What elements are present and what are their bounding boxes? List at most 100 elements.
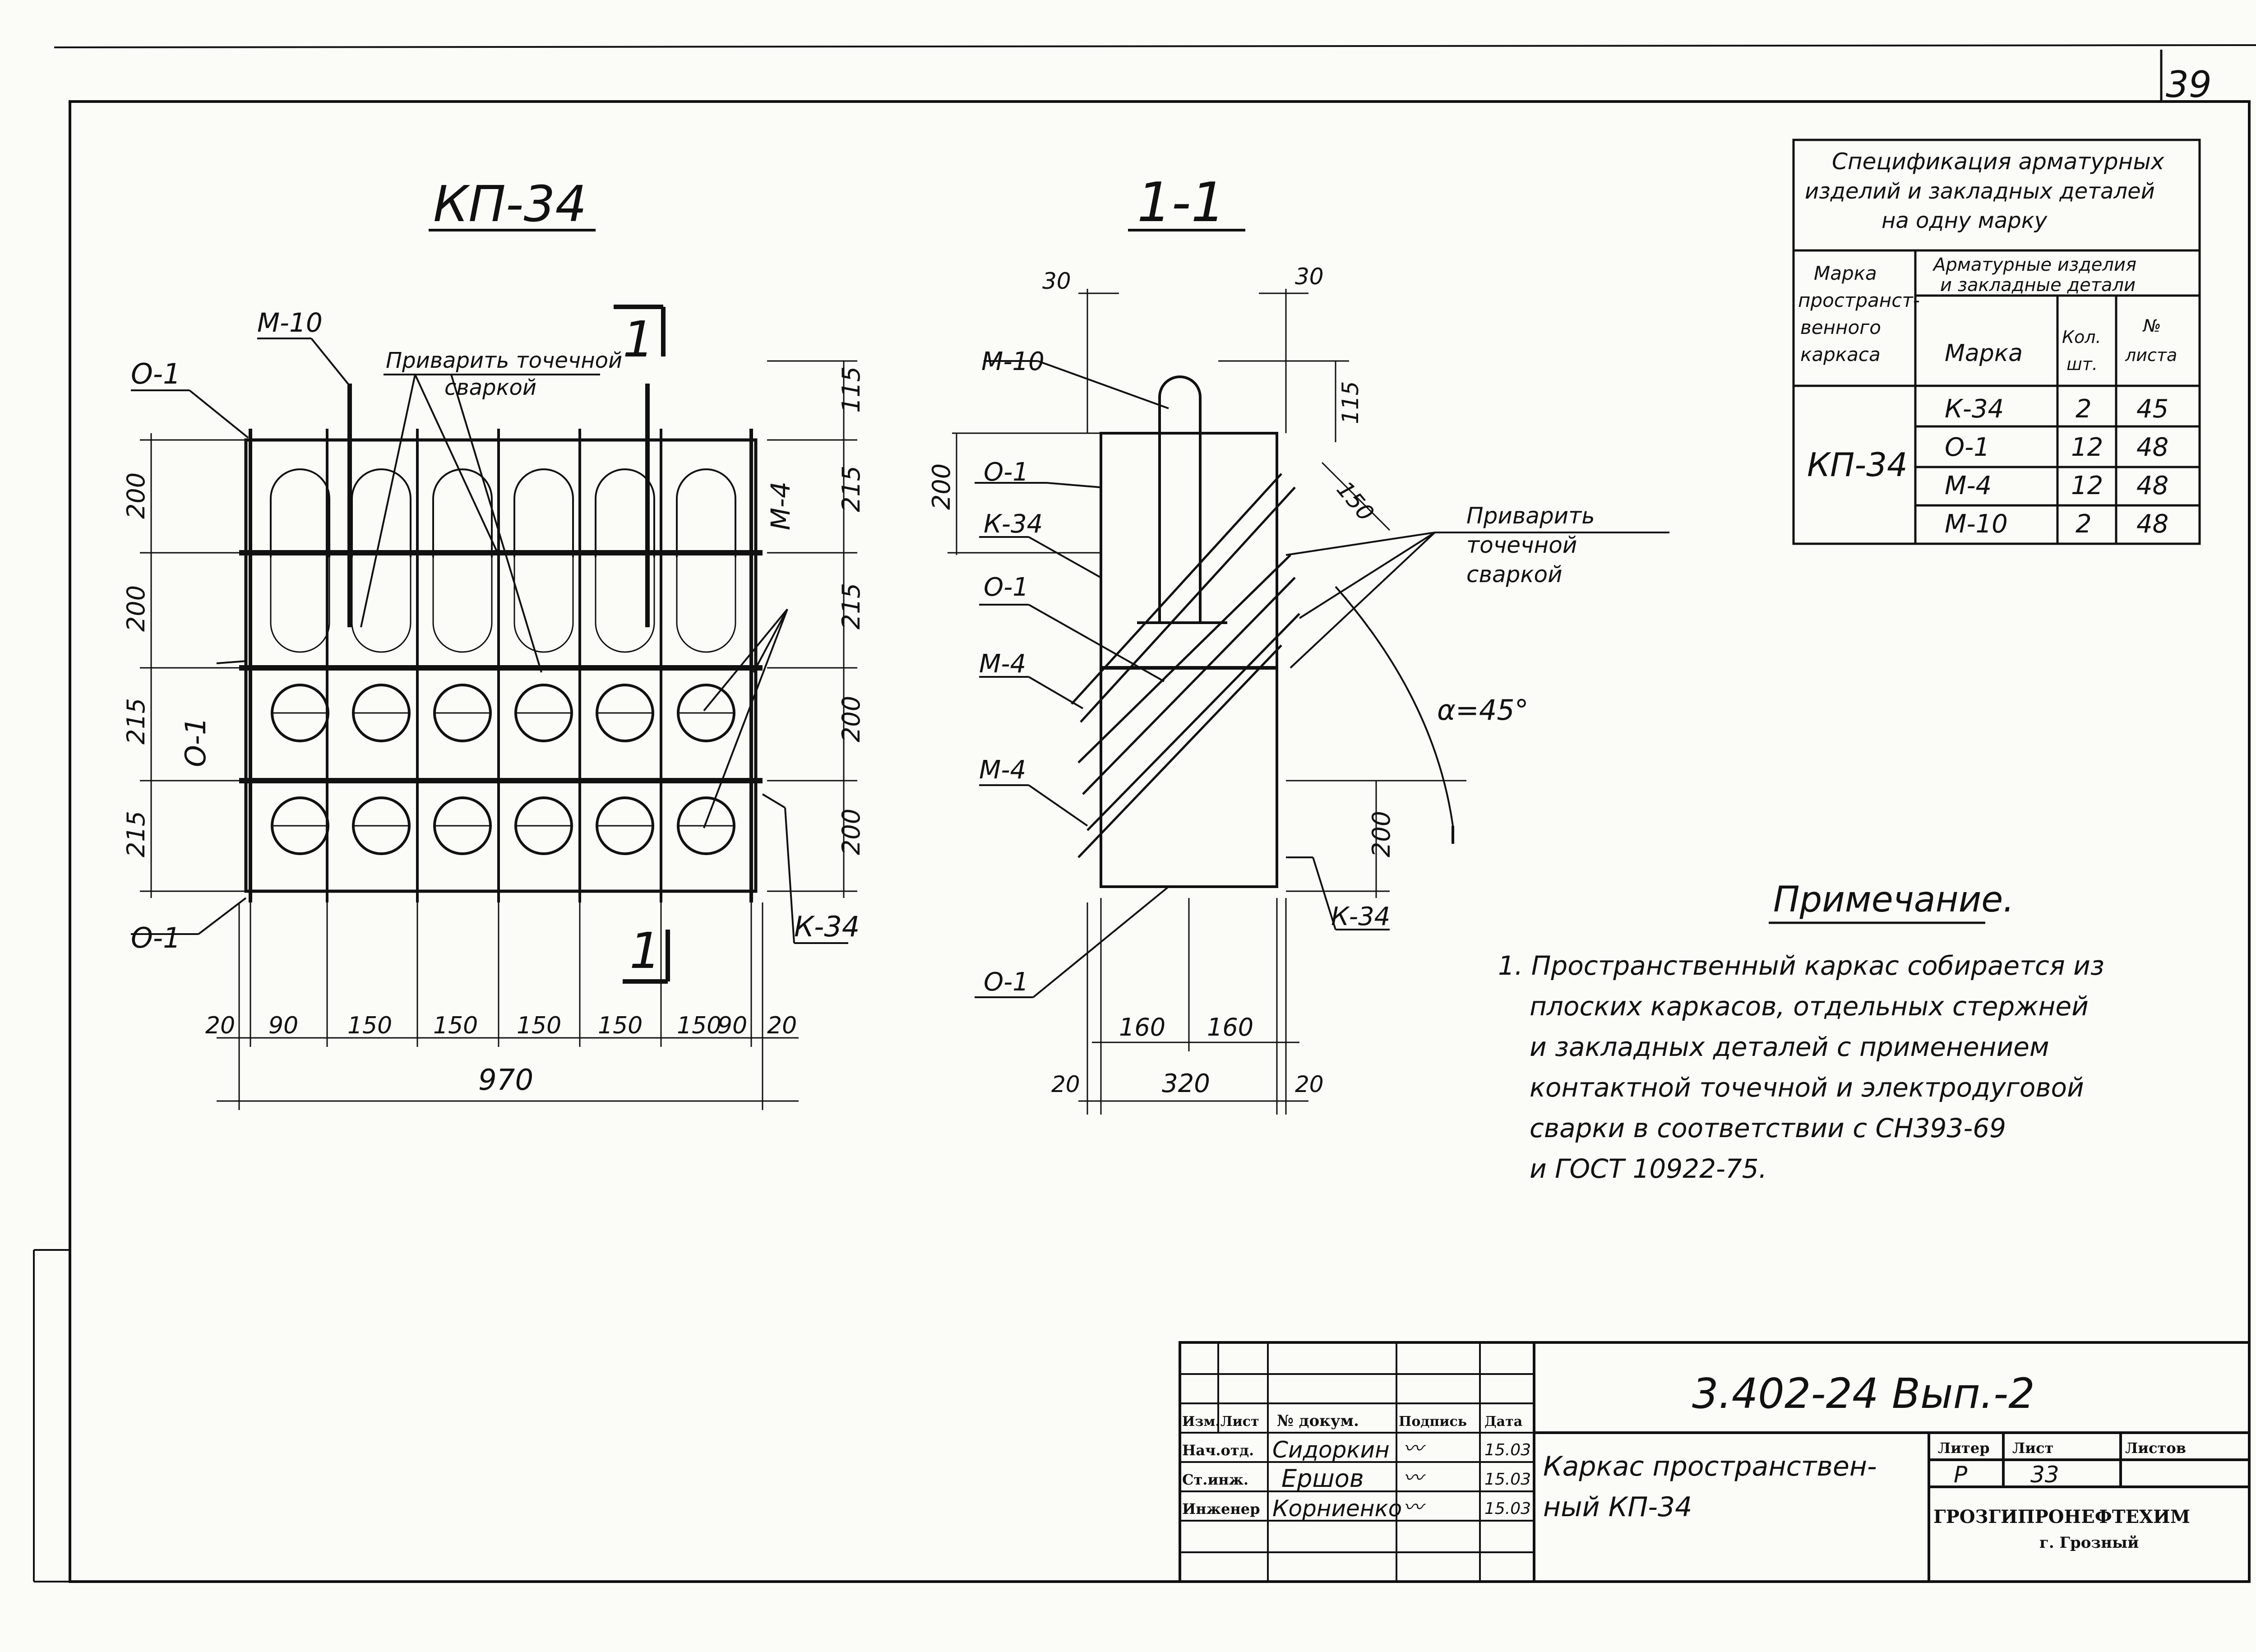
- sec-label-k34-bottom: К-34: [1331, 902, 1390, 931]
- tb-header-doc: № докум.: [1277, 1412, 1359, 1430]
- view-title-section: 1-1: [1137, 171, 1225, 234]
- spec-col-mark-h4: каркаса: [1800, 343, 1881, 366]
- spec-row1-qty: 2: [2076, 394, 2092, 424]
- dim-right-4: 200: [837, 696, 865, 742]
- staff-name-1: Сидоркин: [1272, 1437, 1390, 1463]
- note-line-4: контактной точечной и электродуговой: [1530, 1072, 2084, 1103]
- note-line-3: и закладных деталей с применением: [1530, 1032, 2049, 1062]
- dim-right-5: 200: [837, 809, 865, 855]
- tb-header-list: Лист: [1220, 1414, 1259, 1430]
- organization: ГРОЗГИПРОНЕФТЕХИМ: [1933, 1506, 2190, 1527]
- title-block: 3.402-24 Вып.-2 Изм. Лист № докум. Подпи…: [1179, 1341, 2251, 1583]
- label-m10: М-10: [257, 307, 323, 338]
- dim-200-left: 200: [927, 463, 956, 510]
- dim-right-3: 215: [837, 583, 865, 629]
- spec-group-h2: и закладные детали: [1940, 275, 2136, 296]
- tb-header-izm: Изм.: [1182, 1414, 1220, 1430]
- staff-name-3: Корниенко: [1272, 1495, 1402, 1522]
- staff-date-1: 15.03: [1484, 1441, 1531, 1459]
- view-title-kp34: КП-34: [433, 175, 587, 233]
- spec-row2-mark: О-1: [1945, 433, 1990, 462]
- sec-dim-320: 320: [1162, 1069, 1210, 1098]
- section-view-1-1: 1-1: [927, 171, 1669, 1115]
- weld-note-left-line2: сваркой: [444, 375, 536, 400]
- dim-bottom-5: 150: [517, 1012, 561, 1039]
- spec-row3-qty: 12: [2071, 471, 2103, 500]
- spec-sub-qty-1: Кол.: [2062, 327, 2101, 347]
- dim-right-2: 215: [837, 466, 865, 512]
- dim-left-2: 200: [122, 585, 150, 632]
- dim-bottom-2: 90: [268, 1012, 298, 1039]
- angle-label: α=45°: [1437, 694, 1529, 727]
- staff-name-2: Ершов: [1281, 1464, 1364, 1493]
- sec-label-o1-mid: О-1: [984, 573, 1029, 602]
- tb-header-date: Дата: [1484, 1414, 1522, 1430]
- dim-right-1: 115: [837, 366, 865, 413]
- spec-sub-sheet-1: №: [2142, 316, 2161, 336]
- section-mark-top: 1: [623, 310, 654, 368]
- section-mark-bottom: 1: [629, 922, 661, 980]
- dim-total: 970: [478, 1064, 533, 1097]
- staff-sign-3: 〰: [1403, 1496, 1426, 1519]
- label-o1-bottom: О-1: [131, 921, 181, 954]
- spec-row2-sheet: 48: [2136, 433, 2168, 462]
- spec-row4-qty: 2: [2076, 509, 2092, 539]
- dim-top-30-left: 30: [1042, 268, 1071, 294]
- sheet-number: 39: [2166, 64, 2212, 106]
- spec-row3-sheet: 48: [2136, 471, 2168, 500]
- label-o1-top: О-1: [131, 357, 181, 390]
- label-o1-mid: О-1: [179, 717, 212, 767]
- staff-date-3: 15.03: [1484, 1499, 1531, 1518]
- spec-row4-sheet: 48: [2136, 509, 2168, 539]
- staff-role-2: Ст.инж.: [1182, 1471, 1248, 1488]
- dim-bottom-4: 150: [433, 1012, 478, 1039]
- spec-sub-sheet-2: листа: [2125, 345, 2177, 365]
- dim-left-1: 200: [122, 472, 150, 519]
- sec-dim-160-right: 160: [1207, 1013, 1253, 1041]
- dim-left-4: 215: [122, 811, 150, 857]
- spec-group-h1: Арматурные изделия: [1932, 255, 2136, 275]
- dim-200-right: 200: [1367, 811, 1396, 857]
- drawing-title-line2: ный КП-34: [1543, 1491, 1692, 1523]
- note-heading: Примечание.: [1773, 879, 2014, 920]
- note-block: Примечание. 1. Пространственный каркас с…: [1498, 879, 2104, 1184]
- dim-bottom-7: 150: [677, 1012, 721, 1039]
- spec-row2-qty: 12: [2071, 433, 2103, 462]
- spec-row4-mark: М-10: [1945, 509, 2008, 539]
- note-line-5: сварки в соответствии с СН393-69: [1530, 1113, 2006, 1143]
- spec-frame-mark: КП-34: [1807, 446, 1908, 484]
- staff-role-3: Инженер: [1182, 1500, 1260, 1518]
- note-line-1: 1. Пространственный каркас собирается из: [1498, 950, 2104, 981]
- spec-sub-mark: Марка: [1945, 340, 2023, 367]
- sec-weld-note-line1: Приварить: [1466, 503, 1595, 529]
- dim-bottom-8: 90: [717, 1012, 747, 1039]
- stage-value: Р: [1954, 1462, 1968, 1488]
- stage-header: Литер: [1938, 1439, 1990, 1457]
- spec-col-mark-h3: венного: [1800, 316, 1881, 338]
- sheet-value: 33: [2030, 1462, 2059, 1488]
- label-k34-left: К-34: [794, 910, 860, 943]
- sec-label-o1-bottom: О-1: [984, 967, 1029, 997]
- dim-bottom-1: 20: [205, 1012, 235, 1039]
- elevation-view-kp34: КП-34: [122, 175, 865, 1110]
- sec-label-m4-bottom: М-4: [979, 755, 1026, 785]
- sec-weld-note-line3: сваркой: [1466, 561, 1563, 588]
- spec-title-line1: Спецификация арматурных: [1832, 148, 2164, 175]
- tb-header-sign: Подпись: [1399, 1414, 1467, 1430]
- spec-row3-mark: М-4: [1945, 471, 1992, 500]
- note-line-6: и ГОСТ 10922-75.: [1530, 1153, 1767, 1184]
- sheet-frame: [33, 44, 2256, 1583]
- staff-sign-1: 〰: [1403, 1437, 1426, 1460]
- spec-table: Спецификация арматурных изделий и заклад…: [1792, 139, 2201, 545]
- doc-code: 3.402-24 Вып.-2: [1692, 1370, 2035, 1418]
- spec-col-mark-h1: Марка: [1814, 262, 1877, 284]
- sec-label-m10: М-10: [981, 347, 1045, 376]
- dim-left-3: 215: [122, 698, 150, 745]
- staff-role-1: Нач.отд.: [1182, 1442, 1254, 1459]
- spec-sub-qty-2: шт.: [2066, 354, 2098, 374]
- dim-bottom-9: 20: [767, 1012, 797, 1039]
- city: г. Грозный: [2039, 1534, 2139, 1552]
- note-line-2: плоских каркасов, отдельных стержней: [1530, 991, 2089, 1022]
- spec-row1-sheet: 45: [2136, 394, 2168, 424]
- label-m4-left: М-4: [765, 481, 796, 530]
